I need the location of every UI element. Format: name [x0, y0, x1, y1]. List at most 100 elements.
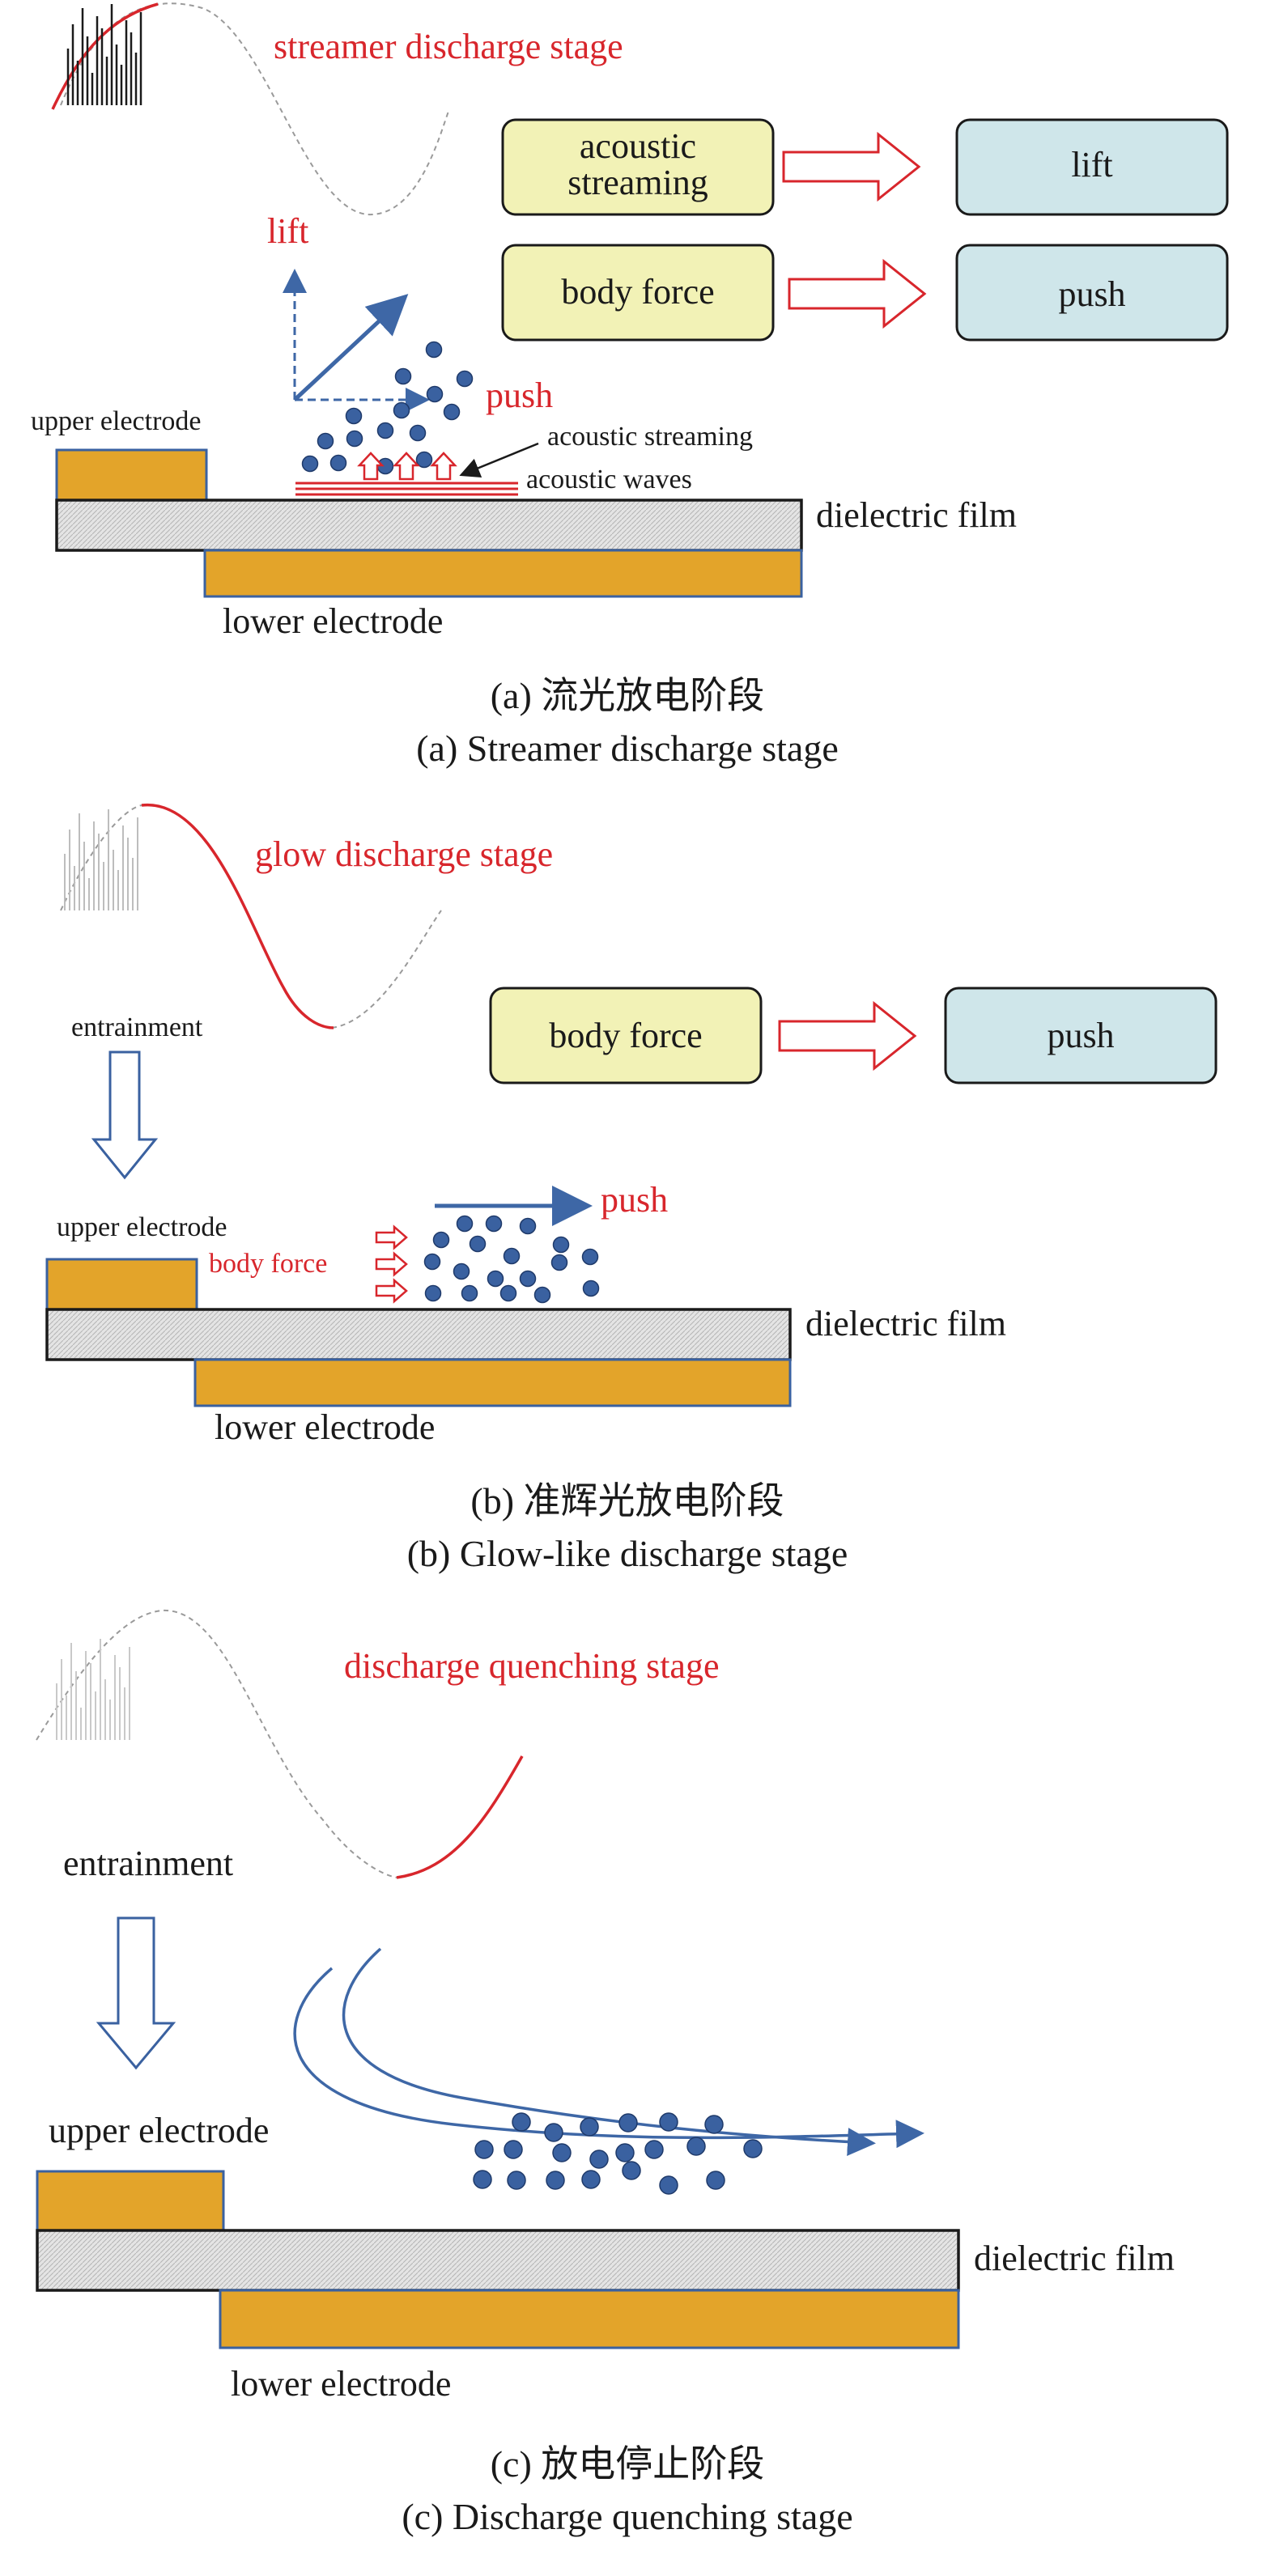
particle	[743, 2139, 763, 2158]
particle	[504, 2140, 523, 2159]
particle	[704, 2115, 724, 2134]
particle	[552, 1236, 570, 1254]
arrow-to-lift	[782, 131, 921, 202]
upper-electrode	[36, 2170, 225, 2232]
particle	[499, 1284, 517, 1302]
dielectric-film-label: dielectric film	[974, 2239, 1175, 2278]
particle	[615, 2143, 635, 2162]
acoustic-streaming-label-2: streaming	[567, 163, 708, 202]
lower-electrode-label: lower electrode	[215, 1407, 435, 1447]
body-force-box	[501, 244, 775, 342]
particle	[424, 1284, 442, 1302]
dielectric-film	[36, 2229, 960, 2292]
entrainment-arrow	[91, 1050, 159, 1180]
body-force-arrows	[375, 1224, 408, 1304]
dielectric-film-label: dielectric film	[816, 495, 1017, 535]
caption-en: (a) Streamer discharge stage	[416, 728, 839, 769]
particle	[503, 1247, 521, 1265]
upper-electrode	[55, 448, 208, 502]
entrainment-label: entrainment	[71, 1012, 203, 1042]
particle	[581, 2170, 601, 2189]
push-box	[955, 244, 1229, 342]
particle	[706, 2171, 725, 2190]
upper-electrode-label: upper electrode	[49, 2111, 269, 2150]
particle	[432, 1231, 450, 1249]
flow-streamline	[342, 1947, 876, 2157]
particle	[533, 1286, 551, 1304]
particle	[546, 2171, 565, 2190]
lower-electrode-label: lower electrode	[223, 601, 443, 641]
acoustic-streaming-box	[501, 118, 775, 216]
particle	[580, 2117, 599, 2137]
particle	[485, 1215, 503, 1233]
particle	[519, 1217, 537, 1235]
lower-electrode	[193, 1358, 792, 1407]
particle	[453, 1263, 470, 1280]
upper-electrode	[45, 1258, 198, 1311]
stage-label: glow discharge stage	[255, 834, 553, 874]
lower-electrode-label: lower electrode	[231, 2364, 451, 2404]
particle	[317, 432, 334, 450]
particle	[426, 385, 444, 403]
particle	[423, 1253, 441, 1271]
particle	[443, 403, 461, 421]
particle	[581, 1248, 599, 1266]
particle	[686, 2137, 706, 2156]
particle	[393, 401, 410, 419]
upper-electrode-label: upper electrode	[31, 406, 202, 436]
acoustic-waves	[295, 482, 518, 496]
acoustic-waves-annotation: acoustic waves	[526, 465, 692, 494]
stage-label: streamer discharge stage	[274, 27, 623, 66]
body-force-box	[489, 987, 763, 1084]
particle	[346, 430, 363, 448]
particle	[507, 2171, 526, 2190]
waveform-a	[51, 2, 450, 216]
particle	[394, 367, 412, 385]
upper-electrode-label: upper electrode	[57, 1212, 227, 1242]
stage-label: discharge quenching stage	[344, 1646, 719, 1686]
lower-electrode	[219, 2289, 960, 2349]
dielectric-film-label: dielectric film	[805, 1304, 1006, 1343]
body-force-arrow	[375, 1251, 408, 1277]
particle	[461, 1284, 478, 1302]
particle	[474, 2140, 494, 2159]
particle	[409, 424, 427, 442]
particle	[582, 1280, 600, 1297]
discharge-pulses	[64, 809, 138, 910]
sine-wave-active	[141, 804, 334, 1029]
particle	[512, 2112, 531, 2132]
dielectric-film	[45, 1308, 792, 1361]
body-force-arrow	[375, 1278, 408, 1304]
particle	[329, 454, 347, 472]
sine-wave-active	[51, 2, 159, 110]
resultant-vector	[293, 294, 409, 401]
entrainment-arrow	[96, 1916, 176, 2070]
sine-wave-faint	[60, 804, 442, 1029]
panel-a: streamer discharge stage acoustic stream…	[31, 2, 1229, 769]
arrow-to-push	[778, 1000, 917, 1072]
acoustic-up-arrow	[393, 452, 420, 481]
particle	[550, 1254, 568, 1271]
lift-box	[955, 118, 1229, 216]
particle	[473, 2170, 492, 2189]
particles-a	[301, 341, 474, 475]
acoustic-streaming-label-1: acoustic	[580, 126, 696, 166]
dielectric-film	[55, 499, 803, 552]
sine-wave-faint	[36, 1609, 397, 1878]
waveform-c	[36, 1609, 524, 1879]
discharge-pulses	[56, 1639, 130, 1740]
particle	[552, 2143, 572, 2162]
particle	[345, 407, 363, 425]
panel-b: glow discharge stage body force push ent…	[45, 804, 1218, 1574]
lift-vector-label: lift	[267, 211, 308, 251]
particle	[659, 2112, 678, 2132]
flow-streamline	[293, 1967, 924, 2149]
caption-cn: (b) 准辉光放电阶段	[470, 1480, 784, 1521]
particle	[659, 2175, 678, 2195]
arrow-to-push	[788, 258, 927, 329]
waveform-b	[60, 804, 442, 1029]
discharge-pulses	[66, 4, 142, 105]
body-force-arrow	[375, 1224, 408, 1250]
caption-en: (c) Discharge quenching stage	[402, 2496, 852, 2537]
